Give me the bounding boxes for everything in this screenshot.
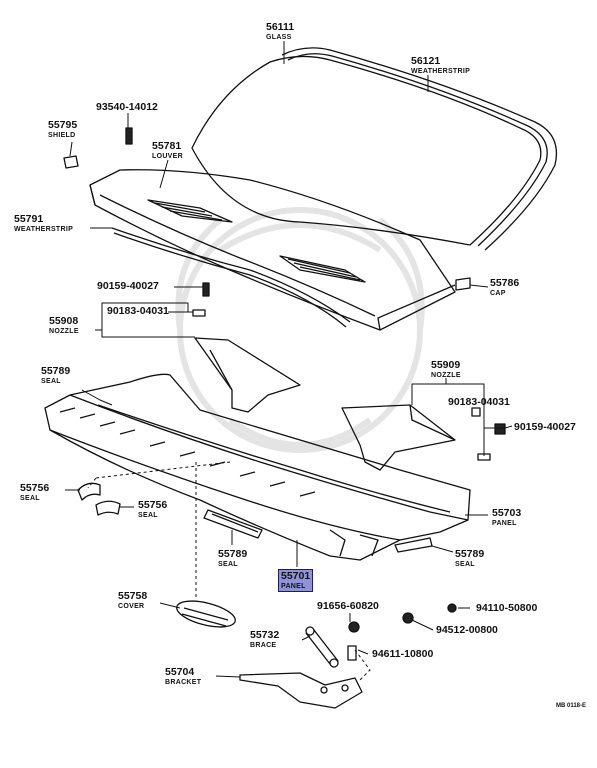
part-number: 55781	[152, 140, 182, 152]
callout-56111: 56111 GLASS	[266, 22, 294, 41]
callout-55908: 55908 NOZZLE	[49, 316, 79, 335]
part-number: 94512-00800	[436, 624, 498, 636]
washer-nozzle-left	[194, 337, 301, 413]
part-number: 55789	[218, 548, 248, 560]
part-number: 55909	[431, 359, 461, 371]
part-name: SHIELD	[48, 131, 76, 139]
part-number: 56121	[411, 55, 441, 67]
cowl-weatherstrip	[111, 227, 351, 328]
callout-55795: 55795 SHIELD	[48, 120, 77, 139]
part-number: 55732	[250, 629, 280, 641]
part-number: 55786	[490, 277, 520, 289]
part-number: 90183-04031	[107, 305, 169, 317]
part-name: SEAL	[41, 377, 61, 385]
part-number: 94611-10800	[372, 648, 434, 660]
callout-90159-40027-right: 90159-40027	[514, 422, 576, 433]
part-number: 91656-60820	[317, 600, 379, 612]
callout-94110-50800: 94110-50800	[476, 603, 537, 614]
seal-55789-strip	[203, 509, 263, 539]
part-name: CAP	[490, 289, 506, 297]
cowl-louver	[89, 169, 456, 331]
part-name: NOZZLE	[431, 371, 461, 379]
cover-55758	[176, 600, 236, 628]
seal-55756-lower	[95, 500, 121, 516]
cowl-panel	[44, 373, 471, 561]
callout-55758: 55758 COVER	[118, 591, 147, 610]
callout-55701-highlighted[interactable]: 55701 PANEL	[278, 569, 314, 592]
part-number: 55791	[14, 213, 44, 225]
part-number: 90183-04031	[448, 396, 510, 408]
callout-55704: 55704 BRACKET	[165, 667, 201, 686]
callout-93540-14012: 93540-14012	[96, 102, 158, 113]
windshield-glass	[191, 55, 542, 246]
part-number: 55758	[118, 590, 148, 602]
washer-nozzle-right	[341, 404, 456, 471]
callout-94512-00800: 94512-00800	[436, 625, 498, 636]
callout-55781: 55781 LOUVER	[152, 141, 183, 160]
fastener-shapes	[63, 127, 506, 661]
part-name: PANEL	[281, 582, 306, 590]
part-number: 94110-50800	[476, 602, 538, 614]
callout-56121: 56121 WEATHERSTRIP	[411, 56, 470, 75]
part-name: SEAL	[138, 511, 158, 519]
part-number: 55789	[41, 365, 71, 377]
callout-55732: 55732 BRACE	[250, 630, 279, 649]
callout-55789-middle: 55789 SEAL	[218, 549, 247, 568]
callout-55703: 55703 PANEL	[492, 508, 521, 527]
part-name: SEAL	[455, 560, 475, 568]
windshield-weatherstrip	[281, 47, 558, 251]
part-number: 55789	[455, 548, 485, 560]
part-name: BRACKET	[165, 678, 202, 686]
part-number: 55908	[49, 315, 79, 327]
bracket-55704	[239, 672, 363, 709]
callout-90159-40027-left: 90159-40027	[97, 281, 159, 292]
part-name: SEAL	[218, 560, 238, 568]
callout-55756-upper: 55756 SEAL	[20, 483, 49, 502]
part-number: 93540-14012	[96, 101, 158, 113]
part-name: PANEL	[492, 519, 517, 527]
part-number: 55795	[48, 119, 78, 131]
part-number: 55704	[165, 666, 195, 678]
callout-55789-top: 55789 SEAL	[41, 366, 70, 385]
part-number: 55701	[281, 570, 311, 582]
callout-91656-60820: 91656-60820	[317, 601, 379, 612]
leader-lines	[65, 41, 513, 678]
callout-90183-04031-left: 90183-04031	[107, 306, 169, 317]
louver-vent-right	[279, 255, 366, 283]
part-name: WEATHERSTRIP	[14, 225, 74, 233]
louver-vent-left	[147, 199, 233, 223]
part-name: LOUVER	[152, 152, 183, 160]
part-number: 56111	[266, 21, 295, 33]
part-number: 90159-40027	[514, 421, 576, 433]
callout-94611-10800: 94611-10800	[372, 649, 433, 660]
part-name: GLASS	[266, 33, 292, 41]
part-name: NOZZLE	[49, 327, 79, 335]
part-name: COVER	[118, 602, 145, 610]
brace-55732	[305, 626, 339, 668]
part-number: 55756	[20, 482, 50, 494]
callout-55789-right: 55789 SEAL	[455, 549, 484, 568]
part-number: 55703	[492, 507, 522, 519]
callout-55786: 55786 CAP	[490, 278, 519, 297]
part-number: 55756	[138, 499, 168, 511]
callout-55909: 55909 NOZZLE	[431, 360, 461, 379]
callout-55756-lower: 55756 SEAL	[138, 500, 167, 519]
part-name: SEAL	[20, 494, 40, 502]
seal-55756-upper	[77, 482, 101, 501]
part-name: WEATHERSTRIP	[411, 67, 471, 75]
part-number: 90159-40027	[97, 280, 159, 292]
dashed-leaders	[87, 461, 371, 681]
watermark-emblem	[175, 207, 425, 453]
part-name: BRACE	[250, 641, 277, 649]
callout-55791: 55791 WEATHERSTRIP	[14, 214, 73, 233]
drawing-code: MB 0118-E	[556, 703, 587, 709]
callout-90183-04031-right: 90183-04031	[448, 397, 510, 408]
